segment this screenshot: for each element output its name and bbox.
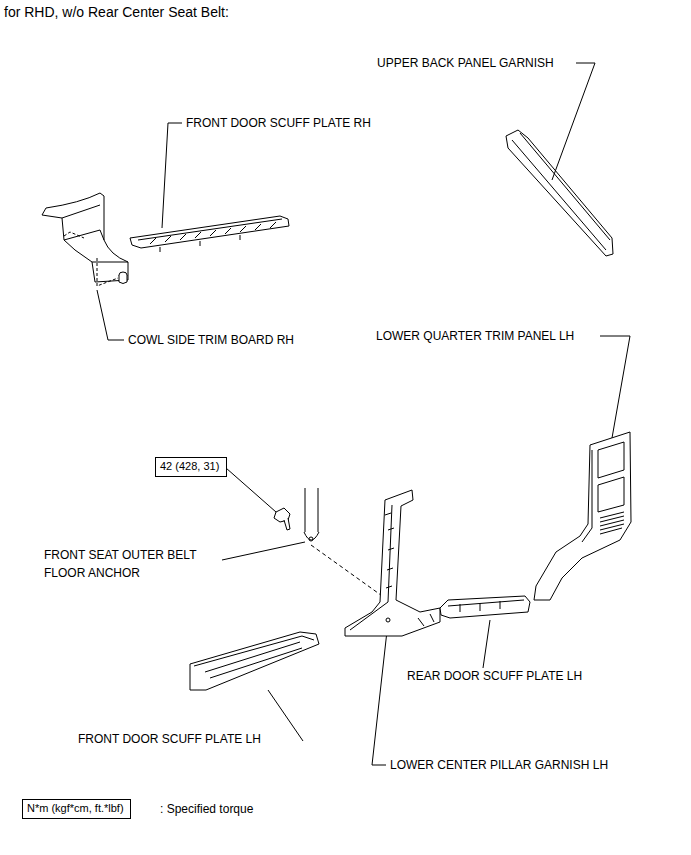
lower-center-pillar-garnish-lh [345,490,440,636]
part-name: LOWER QUARTER TRIM PANEL LH [376,329,574,344]
part-name: FRONT SEAT OUTER BELT FLOOR ANCHOR [44,546,224,582]
upper-back-panel-garnish [506,130,613,256]
cowl-side-trim-board-rh [42,193,128,286]
legend-note: : Specified torque [160,802,253,817]
torque-value-box: 42 (428, 31) [155,457,227,477]
torque-unit-box: N*m (kgf*cm, ft.*lbf) [22,799,131,819]
part-name: FRONT DOOR SCUFF PLATE RH [186,116,371,131]
leader-lines [97,63,630,765]
part-name: UPPER BACK PANEL GARNISH [377,56,554,71]
part-name: FRONT DOOR SCUFF PLATE LH [78,732,261,747]
front-seat-outer-belt-floor-anchor [274,488,385,598]
torque-text: N*m (kgf*cm, ft.*lbf) [27,802,124,814]
rear-door-scuff-plate-lh [440,596,530,618]
diagram-title: for RHD, w/o Rear Center Seat Belt: [4,5,229,20]
part-name: COWL SIDE TRIM BOARD RH [128,333,294,348]
front-door-scuff-plate-rh [130,216,289,252]
torque-text: 42 (428, 31) [160,460,219,472]
part-name: LOWER CENTER PILLAR GARNISH LH [390,758,608,773]
front-door-scuff-plate-lh [190,632,319,690]
lower-quarter-trim-panel-lh [534,432,631,600]
part-name: REAR DOOR SCUFF PLATE LH [407,669,582,684]
